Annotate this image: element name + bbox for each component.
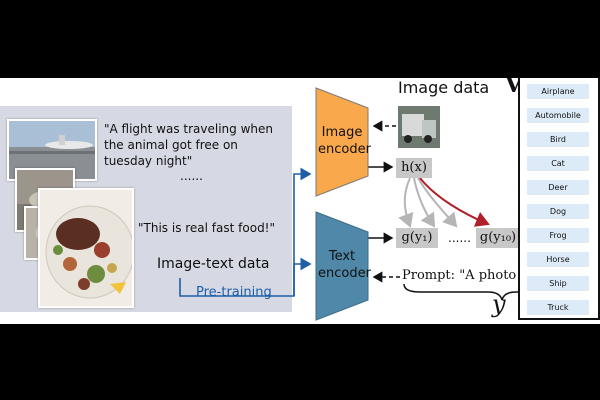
similarity-arrow-gray-3: [417, 177, 458, 228]
image-data-title: Image data: [398, 78, 490, 97]
similarity-arrow-gray-2: [413, 177, 436, 228]
connector-layer: [179, 120, 599, 301]
similarity-arrow-gray-1: [398, 177, 414, 228]
image-encoder-label: Image encoder: [318, 125, 371, 157]
similarity-arrow-red: [419, 177, 490, 227]
class-item: Deer: [527, 180, 589, 195]
truck-photo: [398, 106, 440, 148]
class-item: Airplane: [527, 84, 589, 99]
caption-flight: "A flight was traveling when the animal …: [104, 122, 274, 168]
class-set-label: V: [505, 78, 523, 98]
truck-image: [398, 106, 440, 148]
pretrain-arrow-text: [293, 257, 312, 296]
image-encoder-shape: [315, 87, 369, 197]
class-item: Dog: [527, 204, 589, 219]
class-item: Frog: [527, 228, 589, 243]
class-item: Truck: [527, 300, 589, 315]
pretrain-arrow-image: [179, 167, 312, 297]
caption-ellipsis: ......: [180, 169, 203, 183]
class-item: Bird: [527, 132, 589, 147]
class-item: Ship: [527, 276, 589, 291]
airport-photo: [7, 119, 97, 181]
image-feature-box: h(x): [396, 158, 432, 178]
text-feature-ellipsis: ......: [448, 231, 471, 245]
image-text-data-panel: "A flight was traveling when the animal …: [0, 106, 292, 312]
caption-fast-food: "This is real fast food!": [138, 221, 276, 235]
prompt-prefix: Prompt:: [402, 268, 456, 283]
pretraining-label: Pre-training: [196, 285, 272, 300]
text-feature-last-text: g(y₁₀): [479, 230, 517, 245]
food-image: [40, 190, 132, 306]
airport-image: [9, 121, 95, 179]
text-feature-first-text: g(y₁): [401, 230, 433, 245]
y-label: y: [492, 290, 506, 318]
class-item: Automobile: [527, 108, 589, 123]
class-item: Horse: [527, 252, 589, 267]
image-text-data-title: Image-text data: [157, 256, 270, 272]
text-feature-box-last: g(y₁₀): [476, 228, 520, 248]
text-encoder-label: Text encoder: [318, 249, 371, 281]
diagram-canvas: "A flight was traveling when the animal …: [0, 78, 600, 324]
food-photo: [38, 188, 134, 308]
image-feature-text: h(x): [401, 160, 427, 175]
text-feature-box-first: g(y₁): [396, 228, 438, 248]
text-encoder-shape: [315, 211, 369, 321]
class-item: Cat: [527, 156, 589, 171]
